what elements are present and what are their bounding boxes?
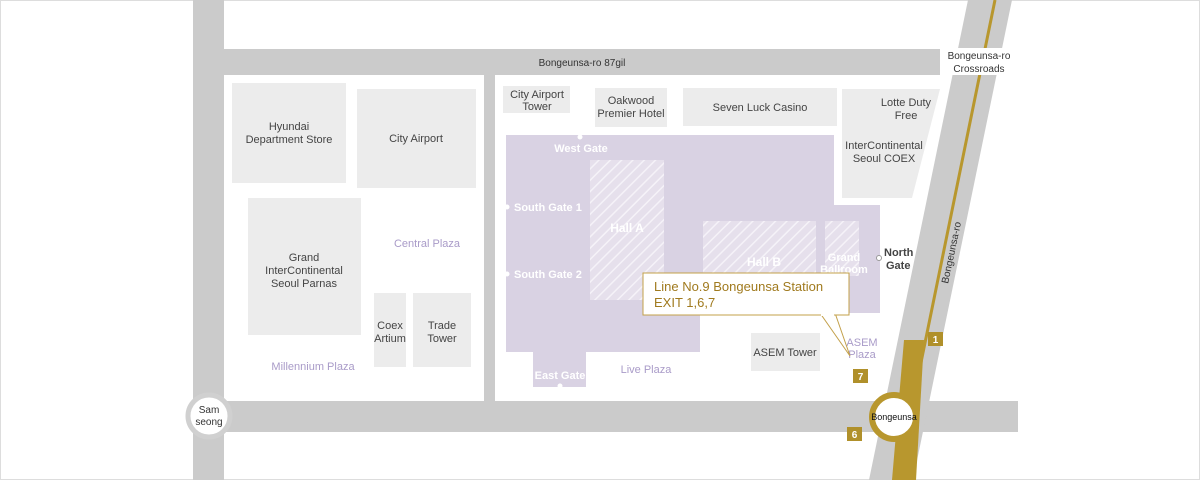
- bongeunsa-station-marker: [869, 392, 919, 442]
- coex-artium: [374, 293, 406, 367]
- right-block: City Airport Tower Oakwood Premier Hotel…: [503, 86, 940, 376]
- east-gate-label: East Gate: [535, 370, 586, 382]
- exit-7-badge: [853, 369, 868, 383]
- left-block: Hyundai Department Store City Airport Gr…: [232, 83, 476, 373]
- live-plaza-label: Live Plaza: [621, 364, 673, 376]
- west-gate-label: West Gate: [554, 143, 608, 155]
- hyundai-label-1: Hyundai: [269, 121, 309, 133]
- millennium-plaza-label: Millennium Plaza: [271, 361, 355, 373]
- station-callout: Line No.9 Bongeunsa Station EXIT 1,6,7: [642, 272, 851, 357]
- oakwood-label-1: Oakwood: [608, 95, 654, 107]
- north-gate-marker: [876, 255, 882, 261]
- exit-1-label: 1: [933, 335, 939, 346]
- seven-luck-label: Seven Luck Casino: [713, 102, 808, 114]
- trade-tower-label-2: Tower: [427, 333, 457, 345]
- hyundai-department-store: [232, 83, 346, 183]
- trade-tower-label-1: Trade: [428, 320, 456, 332]
- samseong-label-1: Sam: [199, 405, 220, 416]
- north-gate-label-2: Gate: [886, 260, 910, 272]
- seven-luck-casino: [683, 88, 837, 126]
- exits: 1 7 6: [847, 332, 943, 441]
- lotte-label-1: Lotte Duty: [881, 97, 932, 109]
- city-airport-label: City Airport: [389, 133, 443, 145]
- asem-plaza-label-2: Plaza: [848, 349, 876, 361]
- city-airport-tower: [503, 86, 570, 113]
- crossroads-label-bg: [940, 48, 1018, 75]
- ic-coex-label-2: Seoul COEX: [853, 153, 916, 165]
- samseong-label-2: seong: [195, 417, 222, 428]
- road-middle: [484, 49, 495, 432]
- exit-6-label: 6: [852, 430, 858, 441]
- exit-1-badge: [928, 332, 943, 346]
- grand-ballroom-label-1: Grand: [828, 252, 860, 264]
- lotte-label-2: Free: [895, 110, 918, 122]
- west-gate-marker: [577, 134, 583, 140]
- trade-tower: [413, 293, 471, 367]
- oakwood-label-2: Premier Hotel: [597, 108, 664, 120]
- grand-ic-label-3: Seoul Parnas: [271, 278, 338, 290]
- grand-ic-label-1: Grand: [289, 252, 320, 264]
- hall-b-label: Hall B: [747, 255, 781, 269]
- south-gate-1-label: South Gate 1: [514, 202, 582, 214]
- samseong-station: Sam seong: [185, 392, 233, 440]
- bongeunsa-station-label: Bongeunsa: [871, 412, 917, 422]
- south-gate-1-marker: [504, 204, 510, 210]
- samseong-station-marker: [185, 392, 233, 440]
- city-airport: [357, 89, 476, 188]
- lotte-intercontinental-building: [842, 89, 940, 198]
- callout-line2: EXIT 1,6,7: [654, 295, 715, 310]
- central-plaza-label: Central Plaza: [394, 238, 461, 250]
- coex-artium-label-2: Artium: [374, 333, 406, 345]
- hyundai-label-2: Department Store: [246, 134, 333, 146]
- north-gate-label-1: North: [884, 247, 914, 259]
- hall-a-label: Hall A: [610, 221, 644, 235]
- crossroads-label-line1: Bongeunsa-ro: [948, 51, 1011, 62]
- city-airport-tower-label-2: Tower: [522, 101, 552, 113]
- road-label-bongeunsa-87gil: Bongeunsa-ro 87gil: [539, 58, 626, 69]
- south-gate-2-marker: [504, 271, 510, 277]
- asem-tower: [751, 333, 820, 371]
- city-airport-tower-label-1: City Airport: [510, 89, 564, 101]
- callout-line1: Line No.9 Bongeunsa Station: [654, 279, 823, 294]
- crossroads-label-line2: Crossroads: [953, 64, 1004, 75]
- asem-plaza-label-1: ASEM: [846, 337, 877, 349]
- coex-artium-label-1: Coex: [377, 320, 403, 332]
- exit-6-badge: [847, 427, 862, 441]
- asem-tower-label: ASEM Tower: [753, 347, 817, 359]
- ic-coex-label-1: InterContinental: [845, 140, 923, 152]
- road-bongeunsa-87gil: [193, 49, 1018, 75]
- south-gate-2-label: South Gate 2: [514, 269, 582, 281]
- east-gate-marker: [557, 383, 563, 389]
- bongeunsa-station: Bongeunsa: [869, 392, 919, 442]
- grand-ic-label-2: InterContinental: [265, 265, 343, 277]
- grand-intercontinental: [248, 198, 361, 335]
- callout-box: [642, 272, 850, 316]
- grand-ballroom-area: [825, 221, 859, 276]
- exit-7-label: 7: [858, 372, 864, 383]
- oakwood-premier-hotel: [595, 88, 667, 127]
